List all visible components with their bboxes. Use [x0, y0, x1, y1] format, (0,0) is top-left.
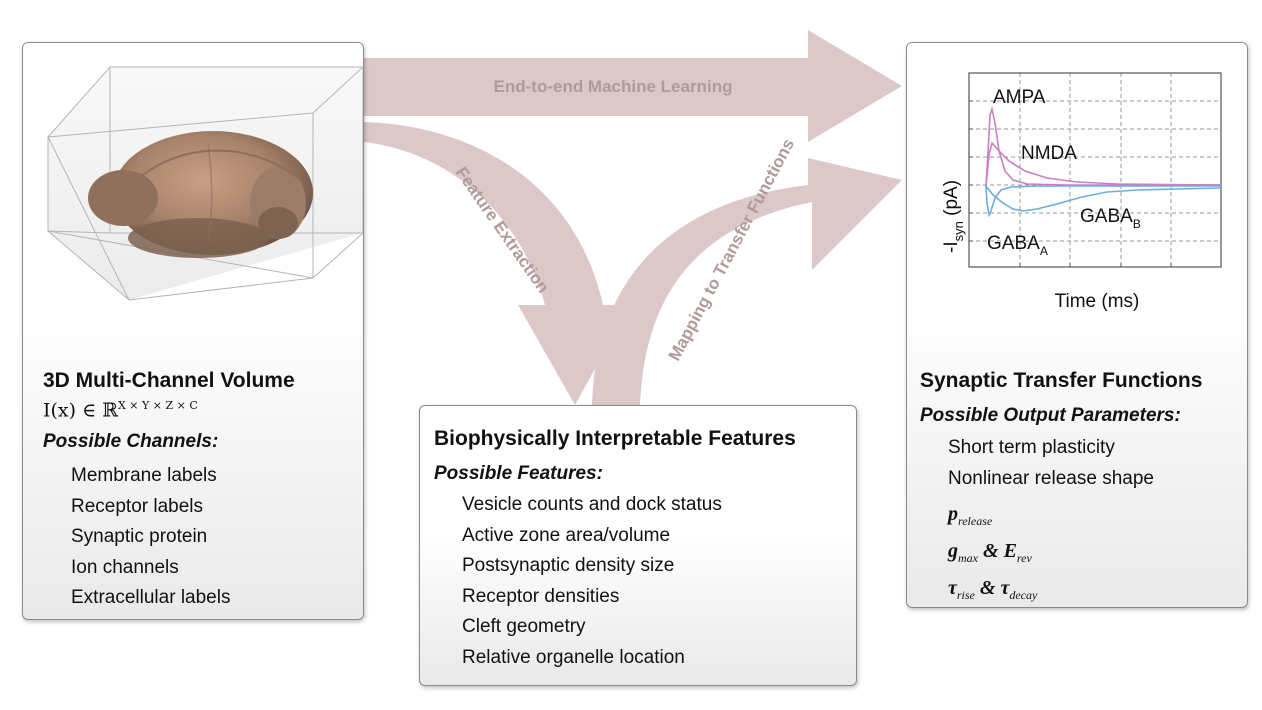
label-gaba-a-name: GABA — [987, 233, 1040, 254]
y-axis-label: -Isyn (pA) — [941, 180, 966, 253]
feature-item: Postsynaptic density size — [462, 555, 675, 576]
y-axis-label-sub: syn — [951, 221, 966, 241]
param-gmax-erev: gmax & Erev — [948, 536, 1037, 573]
outputs-subtitle: Possible Output Parameters: — [920, 405, 1181, 426]
feature-extraction-arrow — [363, 122, 630, 405]
feature-item: Receptor densities — [462, 585, 620, 607]
param-tau-rise: τ — [948, 577, 957, 599]
transfer-panel: AMPA NMDA GABAA GABAB Time (ms) -Isyn (p… — [906, 42, 1248, 608]
volume-formula: I(x) ∈ ℝX × Y × Z × C — [43, 399, 198, 421]
features-panel: Biophysically Interpretable Features Pos… — [419, 405, 857, 686]
brain-shape — [88, 131, 313, 258]
formula-sup: X × Y × Z × C — [117, 399, 198, 412]
channel-item: Membrane labels — [71, 465, 217, 486]
volume-panel: 3D Multi-Channel Volume I(x) ∈ ℝX × Y × … — [22, 42, 364, 620]
param-amp: & — [978, 540, 1004, 562]
param-tau-rise-sub: rise — [956, 588, 975, 602]
param-p: p — [948, 503, 958, 525]
end-to-end-arrow — [363, 30, 902, 142]
label-ampa: AMPA — [993, 87, 1046, 108]
chart-ticks — [969, 100, 1172, 267]
volume-title: 3D Multi-Channel Volume — [43, 369, 295, 392]
param-tau-decay-sub: decay — [1009, 588, 1038, 602]
param-e: E — [1003, 540, 1017, 562]
output-item: Short term plasticity — [948, 437, 1115, 458]
label-gaba-b-sub: B — [1133, 217, 1141, 231]
plot-frame — [968, 72, 1222, 268]
series-gaba-b — [985, 185, 1222, 212]
features-list: Vesicle counts and dock status Active zo… — [462, 490, 722, 673]
outputs-list: Short term plasticity Nonlinear release … — [948, 433, 1154, 494]
param-taus: τrise & τdecay — [948, 573, 1038, 607]
channel-item: Extracellular labels — [71, 587, 231, 608]
y-axis-label-base: -I — [941, 241, 962, 253]
param-g-sub: max — [958, 551, 978, 565]
series-nmda — [985, 141, 1222, 187]
param-release: prelease — [948, 499, 1037, 536]
channels-list: Membrane labels Receptor labels Synaptic… — [71, 461, 230, 614]
y-axis-label-unit: (pA) — [941, 180, 962, 221]
features-subtitle: Possible Features: — [434, 463, 603, 484]
feature-item: Vesicle counts and dock status — [462, 494, 722, 515]
channel-item: Ion channels — [71, 556, 179, 578]
label-gaba-b: GABAB — [1080, 206, 1141, 231]
chart-grid — [969, 73, 1221, 267]
features-title: Biophysically Interpretable Features — [434, 427, 796, 450]
output-item: Nonlinear release shape — [948, 467, 1154, 489]
transfer-title: Synaptic Transfer Functions — [920, 369, 1203, 392]
param-amp: & — [974, 577, 1001, 599]
label-nmda: NMDA — [1021, 143, 1077, 164]
series-gaba-a — [985, 185, 1221, 218]
param-p-sub: release — [958, 514, 993, 528]
formula-base: I(x) ∈ ℝ — [43, 399, 118, 422]
label-gaba-b-name: GABA — [1080, 206, 1133, 227]
channels-subtitle: Possible Channels: — [43, 431, 219, 452]
feature-item: Cleft geometry — [462, 616, 586, 637]
channel-item: Synaptic protein — [71, 526, 208, 547]
param-tau-decay: τ — [1000, 577, 1010, 599]
param-g: g — [948, 540, 958, 562]
feature-item: Relative organelle location — [462, 646, 685, 668]
end-to-end-label: End-to-end Machine Learning — [494, 77, 733, 96]
x-axis-label: Time (ms) — [1055, 291, 1140, 312]
feature-item: Active zone area/volume — [462, 524, 671, 546]
brain-volume-illustration — [47, 66, 363, 301]
channel-item: Receptor labels — [71, 495, 204, 517]
label-gaba-a: GABAA — [987, 233, 1048, 258]
params-list: prelease gmax & Erev τrise & τdecay — [948, 499, 1038, 607]
label-gaba-a-sub: A — [1040, 244, 1048, 258]
transfer-chart: AMPA NMDA GABAA GABAB Time (ms) -Isyn (p… — [941, 72, 1222, 312]
param-e-sub: rev — [1016, 551, 1032, 565]
mapping-arrow — [592, 158, 902, 405]
